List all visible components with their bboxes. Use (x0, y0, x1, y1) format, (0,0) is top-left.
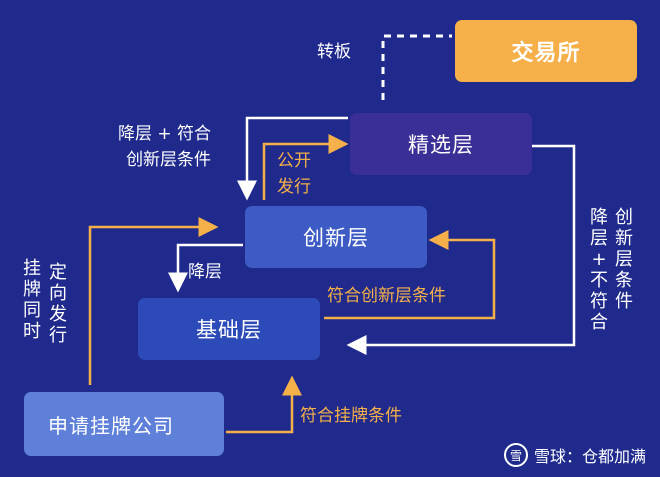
downgrade-basic-label: 降层 (188, 262, 222, 282)
meets-listing-label: 符合挂牌条件 (300, 406, 402, 426)
transfer-label: 转板 (317, 42, 351, 62)
public-issue-line2: 发行 (277, 177, 311, 197)
meets-innovation-label: 符合创新层条件 (327, 286, 446, 306)
public-issue-label: 公开 发行 (277, 148, 311, 200)
exchange-box: 交易所 (455, 20, 637, 82)
listing-simultaneous-label: 挂 牌 同 时 (23, 258, 41, 342)
basic-layer-box: 基础层 (138, 298, 320, 360)
select-layer-label: 精选层 (408, 133, 474, 157)
arrow-innovation-to-select (262, 134, 349, 200)
watermark: 雪 雪球：仓都加满 (503, 443, 646, 467)
arrow-applicant-to-basic (226, 375, 302, 434)
innovation-conditions-label: 创 新 层 条 件 (615, 207, 633, 312)
applicant-label: 申请挂牌公司 (48, 413, 174, 438)
downgrade-meets-label: 降层 + 符合 创新层条件 (118, 121, 211, 173)
transfer-dashed-line (381, 34, 452, 100)
targeted-issue-label: 定 向 发 行 (49, 262, 67, 346)
downgrade-meets-line1: 降层 + 符合 (118, 124, 212, 144)
watermark-text: 雪球：仓都加满 (533, 447, 646, 466)
arrow-basic-to-innovation (324, 230, 496, 320)
basic-layer-label: 基础层 (196, 318, 262, 342)
downgrade-not-meet-label: 降 层 + 不 符 合 (590, 207, 608, 333)
arrow-select-to-basic (346, 144, 576, 355)
arrow-select-to-innovation (237, 116, 348, 201)
select-layer-box: 精选层 (350, 113, 532, 175)
exchange-label: 交易所 (511, 41, 581, 66)
snowball-logo-icon: 雪 (503, 443, 528, 467)
arrow-applicant-to-innovation (88, 217, 219, 385)
innovation-layer-label: 创新层 (303, 226, 369, 250)
arrow-innovation-to-basic (168, 243, 243, 293)
applicant-box: 申请挂牌公司 (24, 392, 224, 456)
innovation-layer-box: 创新层 (245, 206, 427, 268)
downgrade-meets-line2: 创新层条件 (126, 150, 212, 170)
public-issue-line1: 公开 (277, 151, 311, 171)
